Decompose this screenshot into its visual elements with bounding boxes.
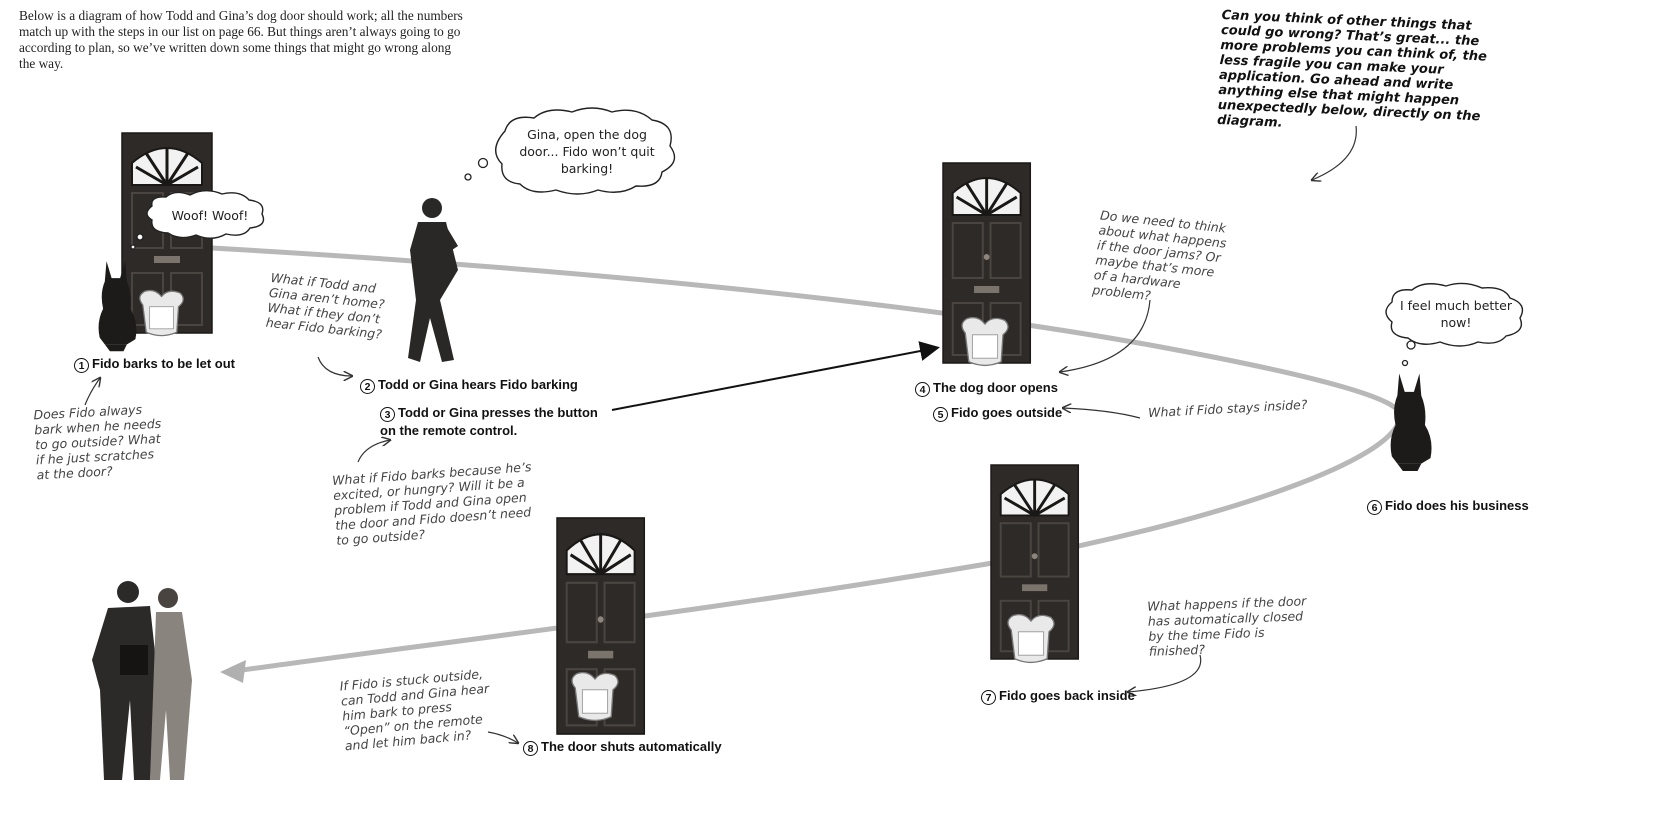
woof-bubble-shape: [146, 190, 265, 239]
step-label: Fido goes back inside: [999, 688, 1135, 703]
note-arrow-2: [317, 356, 352, 376]
step-label: Fido barks to be let out: [92, 356, 236, 371]
better-bubble-text: I feel much better now!: [1400, 298, 1513, 330]
door-flap-3: [1007, 613, 1055, 664]
step-label: Todd or Gina presses the button on the r…: [380, 405, 598, 438]
todd-figure: [408, 198, 458, 362]
note-not-home: What if Todd and Gina aren’t home? What …: [265, 269, 386, 342]
step-number: 4: [915, 382, 930, 397]
step-label: The door shuts automatically: [541, 739, 722, 754]
step-label: Fido does his business: [1385, 498, 1529, 513]
better-bubble-shape: [1385, 282, 1524, 347]
flow-arrowhead: [220, 660, 246, 683]
note-arrow-4: [1060, 299, 1151, 372]
flow-path-return: [227, 414, 1403, 675]
remote-arrow: [611, 341, 940, 411]
note-arrow-5: [1063, 408, 1141, 419]
couple-figure: [92, 581, 192, 780]
door-flap-4: [571, 671, 619, 722]
note-door-jams: Do we need to think about what happens i…: [1091, 207, 1228, 304]
note-stuck-outside: If Fido is stuck outside, can Todd and G…: [339, 666, 490, 754]
bubble-tails: [130, 157, 1416, 367]
top-right-note: Can you think of other things that could…: [1216, 8, 1488, 131]
note-door-closed: What happens if the door has automatical…: [1147, 593, 1307, 659]
step-label: Todd or Gina hears Fido barking: [378, 377, 578, 392]
step-number: 2: [360, 379, 375, 394]
note-arrow-6: [1128, 654, 1202, 692]
step-number: 6: [1367, 500, 1382, 515]
step-label: Fido goes outside: [951, 405, 1063, 420]
door-flap-1: [139, 289, 184, 337]
step-number: 7: [981, 690, 996, 705]
gina-bubble-text: Gina, open the dog door... Fido won’t qu…: [519, 127, 655, 176]
note-barks-excited: What if Fido barks because he’s excited,…: [331, 459, 532, 548]
note-arrow-3: [357, 440, 390, 463]
step-number: 5: [933, 407, 948, 422]
door-flap-2: [961, 316, 1009, 367]
note-bark-always: Does Fido always bark when he needs to g…: [33, 401, 162, 483]
note-arrow-7: [487, 731, 518, 743]
step-number: 3: [380, 407, 395, 422]
gina-bubble-shape: [495, 107, 676, 195]
woof-bubble-text: Woof! Woof!: [171, 208, 249, 223]
note-arrow-top: [1312, 125, 1357, 180]
step-label: The dog door opens: [933, 380, 1058, 395]
step-number: 8: [523, 741, 538, 756]
dog-fido-outside: [1390, 373, 1432, 472]
note-arrow-1: [84, 378, 100, 406]
step-number: 1: [74, 358, 89, 373]
intro-text: Below is a diagram of how Todd and Gina’…: [19, 8, 463, 71]
